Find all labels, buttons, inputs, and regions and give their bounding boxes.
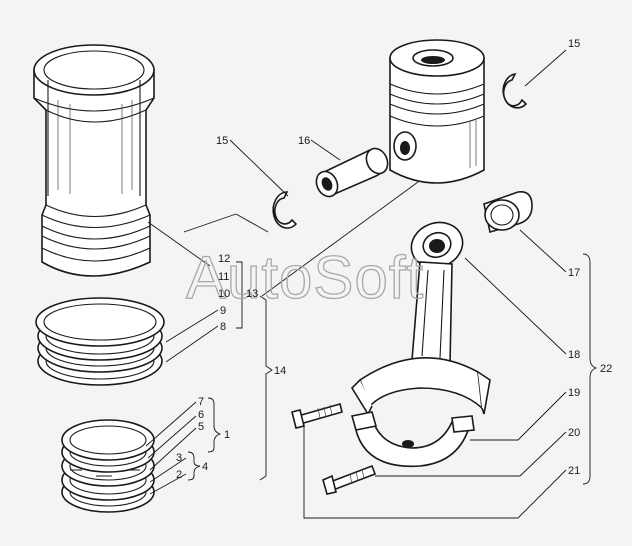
cylinder-liner (33, 44, 155, 277)
callout-9: 9 (220, 305, 226, 317)
small-end-bushing (483, 190, 533, 234)
callout-12: 12 (218, 253, 230, 265)
callout-1: 1 (224, 429, 230, 441)
watermark-text: AutoSoft (186, 244, 424, 311)
callout-15-left: 15 (216, 135, 228, 147)
callout-13: 13 (246, 288, 258, 300)
rod-bolt-lower (322, 464, 377, 495)
callout-3: 3 (176, 452, 182, 464)
callout-4: 4 (202, 461, 208, 473)
piston-pin (315, 147, 389, 198)
connecting-rod (350, 221, 491, 416)
callout-6: 6 (198, 409, 204, 421)
callout-20: 20 (568, 427, 580, 439)
callout-2: 2 (176, 469, 182, 481)
callout-10: 10 (218, 288, 230, 300)
callout-19: 19 (568, 387, 580, 399)
callout-22: 22 (600, 363, 612, 375)
circlip-left (272, 191, 298, 229)
connecting-rod-cap (350, 411, 475, 468)
callout-5: 5 (198, 421, 204, 433)
rod-bolt-upper (291, 403, 343, 429)
callout-16: 16 (298, 135, 310, 147)
piston (389, 39, 485, 184)
circlip-right (502, 72, 528, 109)
callout-21: 21 (568, 465, 580, 477)
leader-lines (145, 49, 598, 519)
compression-ring-stack (35, 297, 165, 386)
callout-17: 17 (568, 267, 580, 279)
callout-18: 18 (568, 349, 580, 361)
oil-ring-stack (61, 419, 155, 513)
callout-7: 7 (198, 396, 204, 408)
callout-15-right: 15 (568, 38, 580, 50)
callout-8: 8 (220, 321, 226, 333)
callout-14: 14 (274, 365, 286, 377)
callout-11: 11 (218, 271, 229, 283)
